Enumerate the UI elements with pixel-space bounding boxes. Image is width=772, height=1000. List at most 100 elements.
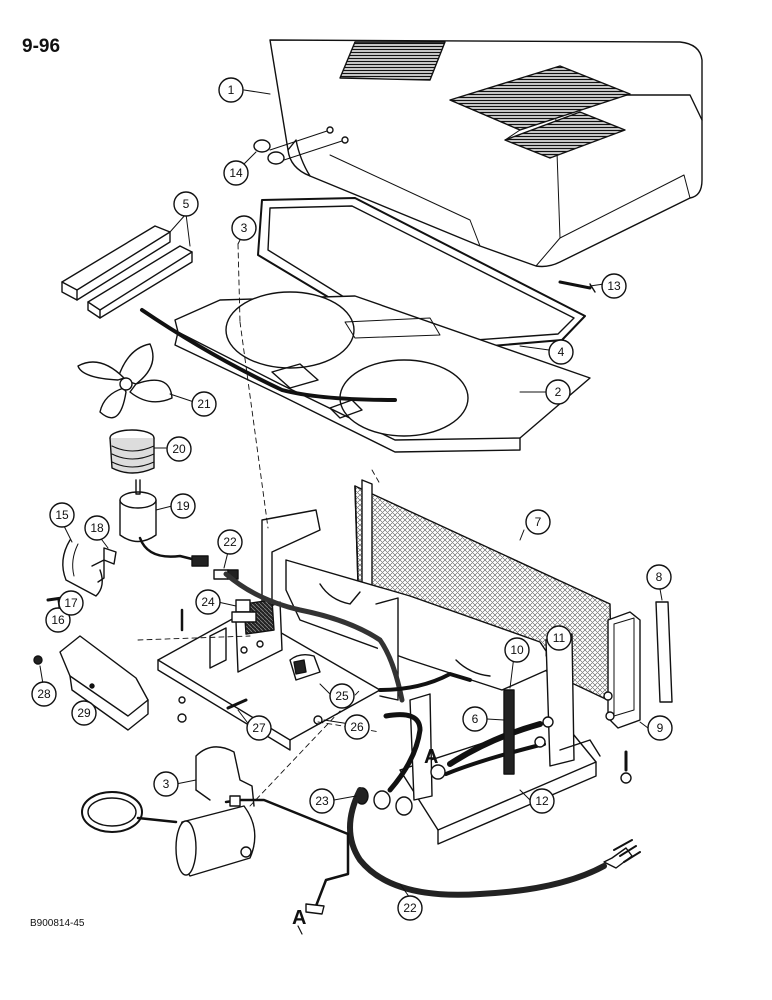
callout-22: 22: [217, 529, 243, 555]
wire: [378, 672, 472, 692]
bolt: [620, 750, 632, 784]
knob: [253, 126, 349, 165]
callout-3: 3: [231, 215, 257, 241]
callout-24: 24: [195, 589, 221, 615]
svg-text:28: 28: [37, 687, 51, 701]
receiver-drier: [175, 795, 350, 915]
callout-12: 12: [529, 788, 555, 814]
callout-25: 25: [329, 683, 355, 709]
svg-text:2: 2: [555, 385, 562, 399]
callout-7: 7: [525, 509, 551, 535]
callout-17: 17: [58, 590, 84, 616]
leader-line: [297, 925, 303, 935]
callout-19: 19: [170, 493, 196, 519]
control-bracket: [157, 599, 381, 751]
svg-text:3: 3: [241, 221, 248, 235]
screw: [226, 698, 248, 710]
callout-2: 2: [545, 379, 571, 405]
fan-blade: [77, 343, 173, 419]
callout-27: 27: [246, 715, 272, 741]
cover: [269, 39, 703, 268]
clip: [103, 547, 117, 565]
callout-22: 22: [397, 895, 423, 921]
callout-4: 4: [548, 339, 574, 365]
svg-text:11: 11: [553, 631, 566, 645]
callout-13: 13: [601, 273, 627, 299]
callout-21: 21: [191, 391, 217, 417]
svg-text:12: 12: [535, 794, 549, 808]
blower-motor: [119, 479, 209, 567]
svg-text:15: 15: [55, 508, 69, 522]
switch: [293, 659, 307, 675]
callout-18: 18: [84, 515, 110, 541]
svg-text:24: 24: [201, 595, 215, 609]
svg-text:3: 3: [163, 777, 170, 791]
base-frame: [399, 633, 601, 845]
callout-5: 5: [173, 191, 199, 217]
callout-3: 3: [153, 771, 179, 797]
section-label-a: A: [424, 746, 438, 768]
svg-text:21: 21: [197, 397, 211, 411]
callout-6: 6: [462, 706, 488, 732]
shroud: [109, 429, 155, 474]
wire-harness: [223, 571, 405, 703]
callout-10: 10: [504, 637, 530, 663]
bolt: [177, 608, 187, 723]
leader-line: [39, 89, 663, 899]
clamp: [81, 791, 178, 833]
seal-strip: [655, 601, 673, 703]
figure-code: B900814-45: [30, 918, 85, 929]
svg-text:18: 18: [90, 521, 104, 535]
heater-hose: [383, 689, 554, 793]
section-label-a: A: [292, 907, 306, 929]
svg-text:1: 1: [228, 83, 235, 97]
svg-text:9: 9: [657, 721, 664, 735]
page-number: 9-96: [22, 36, 61, 57]
svg-text:23: 23: [315, 794, 329, 808]
callout-23: 23: [309, 788, 335, 814]
svg-text:5: 5: [183, 197, 190, 211]
svg-text:22: 22: [403, 901, 417, 915]
callout-16: 16: [45, 607, 71, 633]
fitting: [355, 787, 413, 816]
bracket: [195, 746, 255, 807]
svg-text:6: 6: [472, 712, 479, 726]
screw: [558, 280, 596, 293]
cover-plate: [59, 635, 149, 731]
svg-text:14: 14: [229, 166, 243, 180]
svg-text:22: 22: [223, 535, 237, 549]
svg-text:19: 19: [176, 499, 190, 513]
svg-text:16: 16: [51, 613, 65, 627]
callout-8: 8: [646, 564, 672, 590]
svg-text:4: 4: [558, 345, 565, 359]
callout-9: 9: [647, 715, 673, 741]
callout-26: 26: [344, 714, 370, 740]
callouts: 1 2 3 3 4 5 6 7 8 9 10 11 12 13 14 15 16…: [31, 77, 673, 921]
svg-text:13: 13: [607, 279, 621, 293]
filter-strip: [61, 225, 193, 319]
svg-text:29: 29: [77, 706, 91, 720]
svg-text:20: 20: [172, 442, 186, 456]
side-tank: [603, 611, 641, 729]
drain-hose: [140, 308, 397, 402]
mounting-plate: [174, 291, 591, 453]
callout-28: 28: [31, 681, 57, 707]
duct: [285, 559, 557, 701]
callout-29: 29: [71, 700, 97, 726]
callout-14: 14: [223, 160, 249, 186]
svg-text:7: 7: [535, 515, 542, 529]
svg-text:17: 17: [64, 596, 78, 610]
connector: [603, 839, 641, 869]
svg-text:8: 8: [656, 570, 663, 584]
motor-bracket: [62, 539, 105, 597]
svg-text:25: 25: [335, 689, 349, 703]
svg-text:27: 27: [252, 721, 266, 735]
wire-harness: [347, 787, 607, 898]
callout-11: 11: [546, 625, 572, 651]
svg-text:26: 26: [350, 720, 364, 734]
callout-15: 15: [49, 502, 75, 528]
callout-20: 20: [166, 436, 192, 462]
screw: [33, 655, 43, 665]
svg-text:10: 10: [510, 643, 524, 657]
